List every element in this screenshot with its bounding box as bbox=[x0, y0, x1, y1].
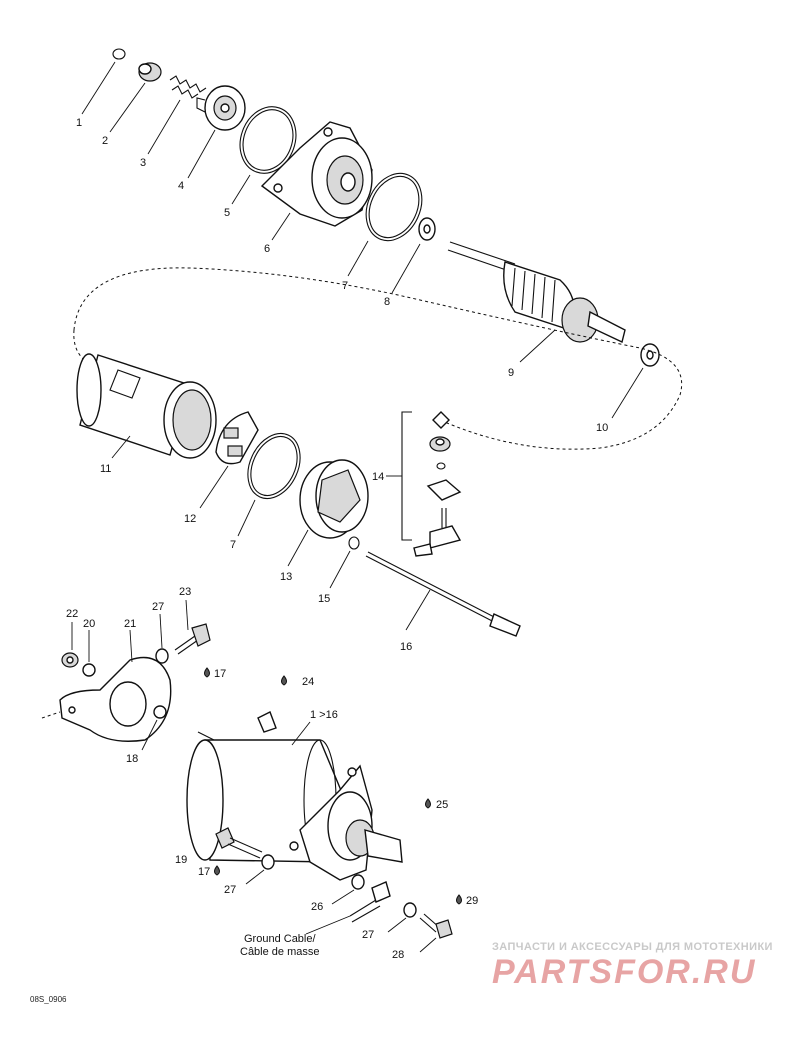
callout-4: 4 bbox=[178, 180, 184, 192]
callout-8: 8 bbox=[384, 296, 390, 308]
part-24-grease-drop bbox=[281, 675, 287, 686]
callout-11: 11 bbox=[100, 463, 111, 475]
callout-9: 9 bbox=[508, 367, 514, 379]
part-29-loctite-drop bbox=[456, 894, 462, 905]
callout-10: 10 bbox=[596, 422, 608, 434]
callout-27-upper: 27 bbox=[152, 601, 164, 613]
callout-21: 21 bbox=[124, 618, 136, 630]
callout-20: 20 bbox=[83, 618, 95, 630]
part-7-o-ring-lower bbox=[237, 433, 301, 537]
part-13-rear-cover bbox=[287, 459, 369, 567]
callout-29: 29 bbox=[466, 895, 478, 907]
part-19-bolt bbox=[215, 827, 263, 859]
assembly-path-dashed bbox=[73, 267, 682, 450]
part-1-circlip bbox=[81, 48, 126, 115]
part-27-washer-middle bbox=[245, 854, 275, 885]
callout-26: 26 bbox=[311, 901, 323, 913]
ground-cable-terminal bbox=[305, 881, 391, 935]
part-5-o-ring bbox=[231, 106, 297, 205]
callout-25: 25 bbox=[436, 799, 448, 811]
part-23-bolt bbox=[174, 599, 211, 655]
ground-cable-label-en: Ground Cable/ bbox=[244, 933, 316, 945]
callout-15: 15 bbox=[318, 593, 330, 605]
part-17-loctite-drop-lower bbox=[214, 865, 220, 876]
part-3-spring bbox=[147, 75, 207, 155]
callout-16: 16 bbox=[400, 641, 412, 653]
part-6-front-housing bbox=[260, 121, 373, 241]
callout-2: 2 bbox=[102, 135, 108, 147]
part-14-terminal-kit bbox=[386, 411, 462, 557]
part-17-loctite-drop-upper bbox=[204, 667, 210, 678]
callout-24: 24 bbox=[302, 676, 314, 688]
drawing-code: 08S_0906 bbox=[30, 995, 67, 1004]
part-7-o-ring-upper bbox=[347, 172, 423, 277]
part-9-armature bbox=[447, 241, 626, 363]
ground-cable-label-fr: Câble de masse bbox=[240, 946, 320, 958]
callout-7-upper: 7 bbox=[342, 280, 348, 292]
part-16-through-bolt bbox=[365, 551, 521, 637]
part-20-washer bbox=[82, 630, 96, 677]
part-12-brush-plate bbox=[199, 411, 259, 509]
part-27-washer-lower bbox=[387, 902, 417, 933]
callout-19: 19 bbox=[175, 854, 187, 866]
part-4-drive-pinion bbox=[187, 85, 246, 179]
callout-1: 1 bbox=[76, 117, 82, 129]
callout-18: 18 bbox=[126, 753, 138, 765]
part-18-washer bbox=[141, 705, 167, 751]
callout-13: 13 bbox=[280, 571, 292, 583]
callout-7-lower: 7 bbox=[230, 539, 236, 551]
starter-assembly-1-to-16 bbox=[186, 711, 403, 881]
part-27-washer-upper bbox=[155, 613, 169, 664]
callout-17-lower: 17 bbox=[198, 866, 210, 878]
part-11-field-housing bbox=[76, 353, 217, 459]
callout-28: 28 bbox=[392, 949, 404, 961]
callout-23: 23 bbox=[179, 586, 191, 598]
callout-22: 22 bbox=[66, 608, 78, 620]
callout-17-upper: 17 bbox=[214, 668, 226, 680]
part-2-stop-collar bbox=[109, 62, 162, 133]
callout-12: 12 bbox=[184, 513, 196, 525]
callout-27-lower: 27 bbox=[362, 929, 374, 941]
callout-3: 3 bbox=[140, 157, 146, 169]
part-25-grease-drop bbox=[425, 798, 431, 809]
part-22-nut bbox=[61, 622, 79, 668]
part-26-washer bbox=[331, 874, 365, 905]
watermark-tagline: ЗАПЧАСТИ И АКСЕССУАРЫ ДЛЯ МОТОТЕХНИКИ bbox=[492, 941, 773, 953]
part-28-bolt bbox=[419, 913, 453, 953]
callout-1-to-16: 1 >16 bbox=[310, 709, 338, 721]
part-15-o-ring-small bbox=[329, 536, 360, 589]
part-8-washer bbox=[391, 217, 436, 294]
part-10-washer bbox=[611, 343, 660, 419]
part-21-support-bracket bbox=[41, 629, 172, 742]
callout-14: 14 bbox=[372, 471, 384, 483]
callout-27-middle: 27 bbox=[224, 884, 236, 896]
callout-5: 5 bbox=[224, 207, 230, 219]
callout-6: 6 bbox=[264, 243, 270, 255]
watermark-logo: PARTSFOR.RU bbox=[492, 953, 757, 991]
